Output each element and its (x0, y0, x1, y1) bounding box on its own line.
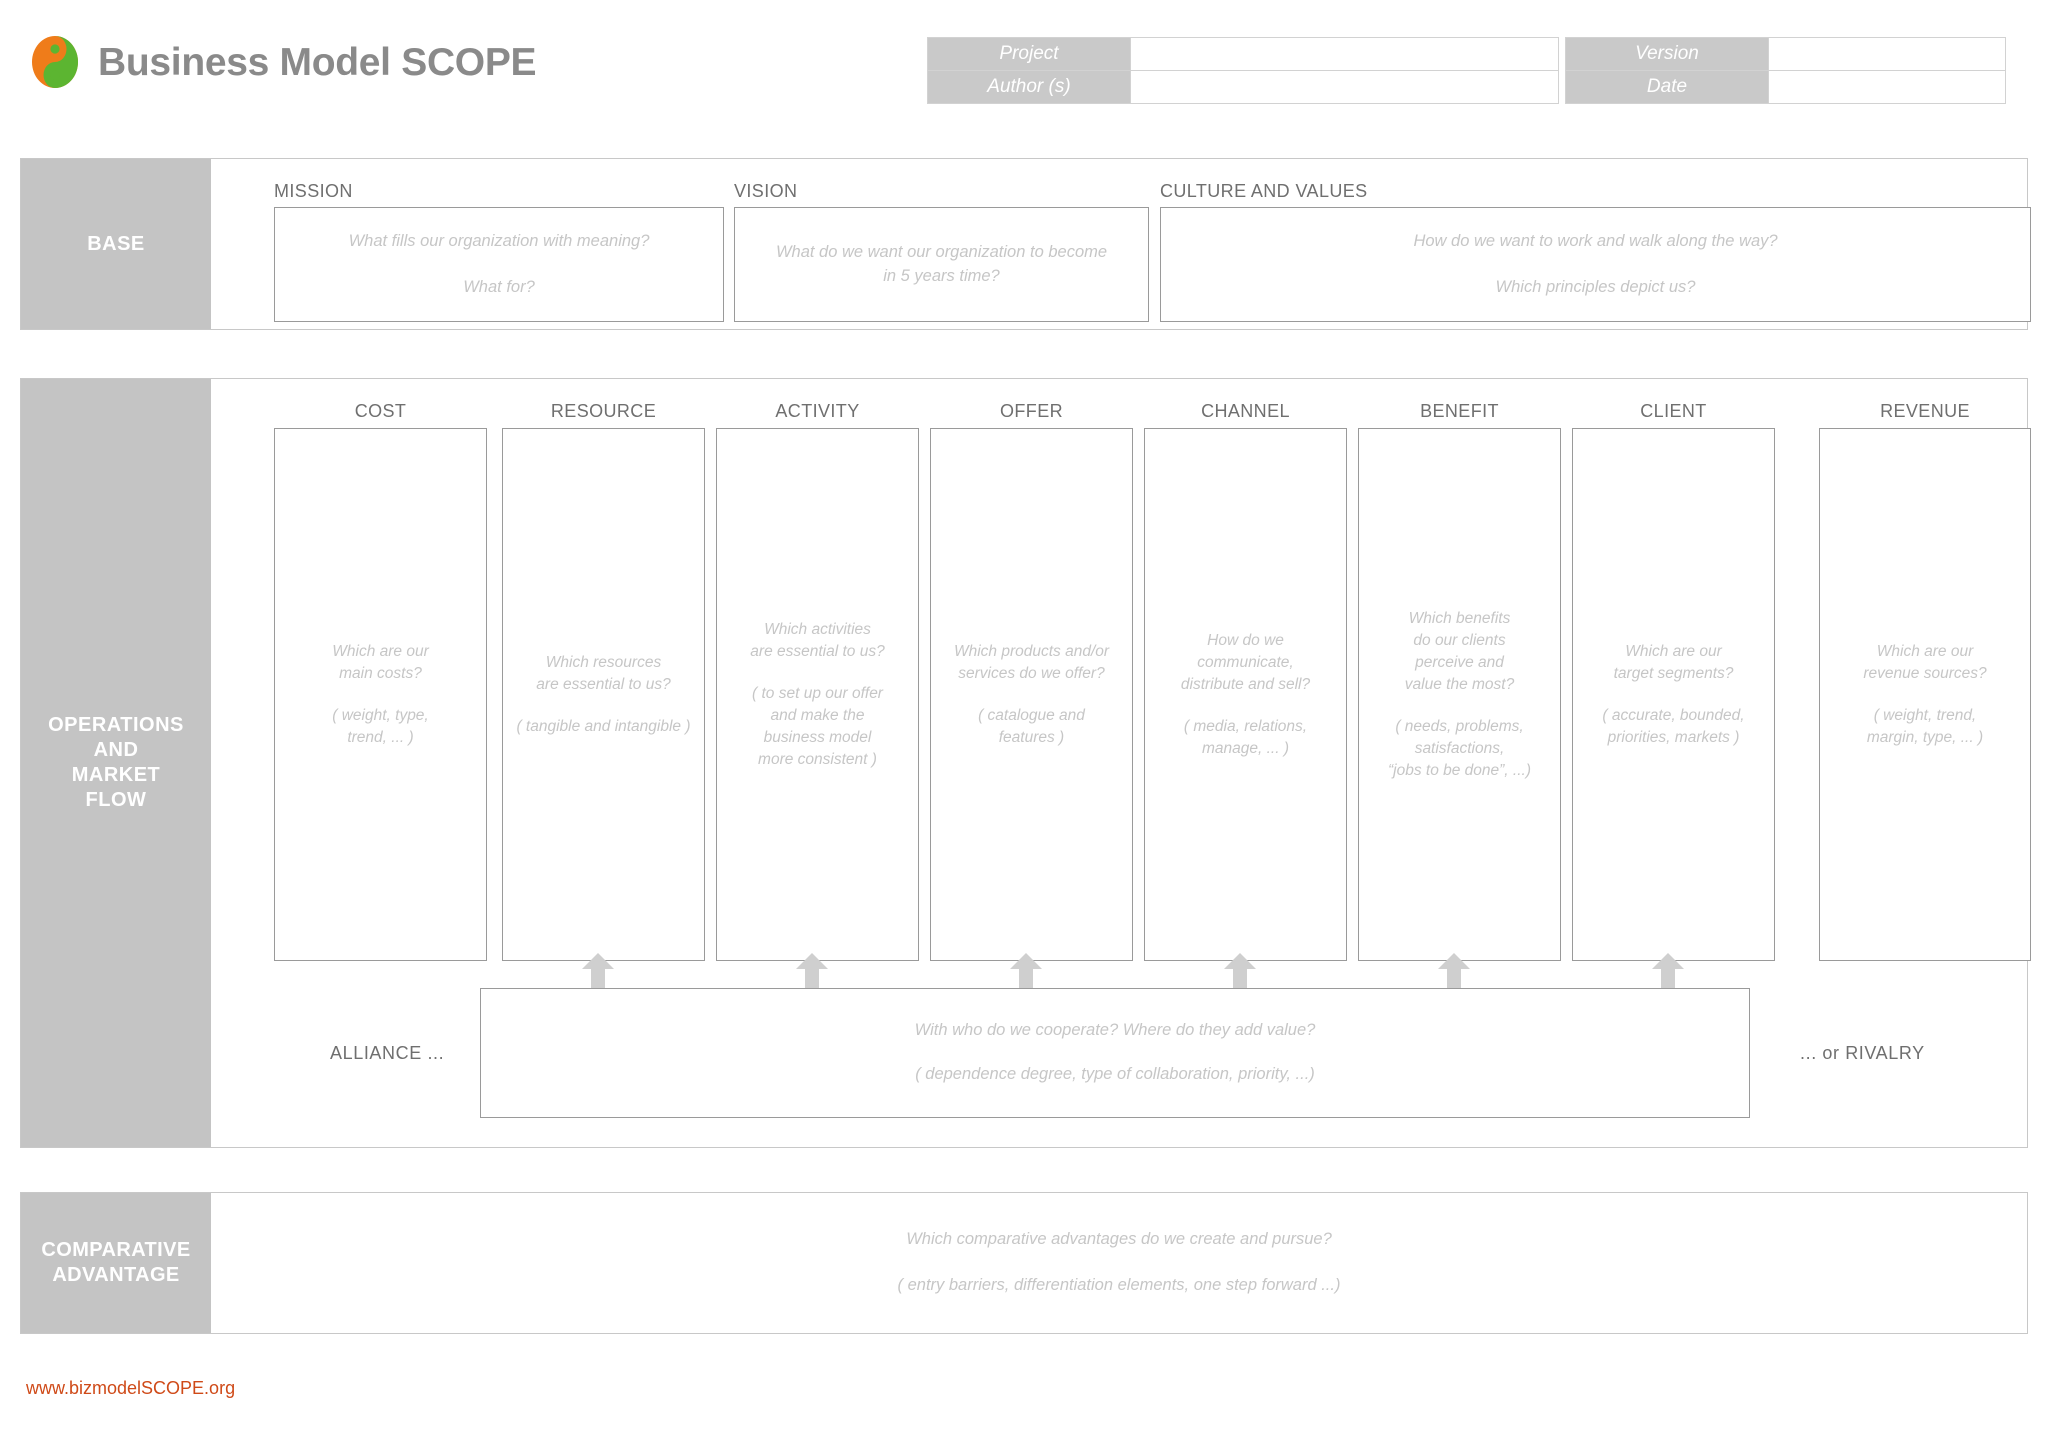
date-label: Date (1565, 70, 1769, 104)
mission-field: MISSION What fills our organization with… (274, 181, 724, 322)
channel-sub: ( media, relations, manage, ... ) (1183, 717, 1308, 757)
project-meta-table: Project Author (s) (927, 37, 1559, 104)
project-input[interactable] (1130, 37, 1559, 71)
resource-prompt: Which resources are essential to us? (536, 653, 671, 693)
version-input[interactable] (1768, 37, 2006, 71)
vision-field: VISION What do we want our organization … (734, 181, 1149, 322)
comparative-advantage-section: COMPARATIVE ADVANTAGE Which comparative … (20, 1192, 2028, 1334)
column-client: CLIENT Which are our target segments? ( … (1572, 401, 1775, 961)
mission-input[interactable]: What fills our organization with meaning… (274, 207, 724, 322)
resource-input[interactable]: Which resources are essential to us? ( t… (502, 428, 705, 961)
cost-sub: ( weight, type, trend, ... ) (332, 706, 429, 746)
project-label: Project (927, 37, 1131, 71)
activity-prompt: Which activities are essential to us? (750, 620, 885, 660)
yin-yang-icon (29, 33, 81, 91)
activity-sub: ( to set up our offer and make the busin… (752, 684, 883, 768)
revenue-sub: ( weight, trend, margin, type, ... ) (1866, 706, 1984, 746)
cost-title: COST (354, 401, 407, 421)
culture-values-field: CULTURE AND VALUES How do we want to wor… (1160, 181, 2031, 322)
comparative-advantage-prompt: Which comparative advantages do we creat… (906, 1230, 1332, 1249)
offer-title: OFFER (1000, 401, 1063, 421)
version-meta-table: Version Date (1565, 37, 2006, 104)
cost-input[interactable]: Which are our main costs? ( weight, type… (274, 428, 487, 961)
culture-values-input[interactable]: How do we want to work and walk along th… (1160, 207, 2031, 322)
culture-values-title: CULTURE AND VALUES (1160, 181, 1368, 201)
cost-prompt: Which are our main costs? (332, 642, 429, 682)
mission-sub: What for? (463, 277, 535, 296)
page-title: Business Model SCOPE (98, 41, 537, 84)
client-input[interactable]: Which are our target segments? ( accurat… (1572, 428, 1775, 961)
operations-sidebar-label: OPERATIONS AND MARKET FLOW (21, 379, 211, 1147)
vision-prompt: What do we want our organization to beco… (775, 242, 1108, 285)
benefit-sub: ( needs, problems, satisfactions, “jobs … (1387, 717, 1532, 779)
offer-prompt: Which products and/or services do we off… (953, 642, 1110, 682)
benefit-title: BENEFIT (1420, 401, 1499, 421)
column-channel: CHANNEL How do we communicate, distribut… (1144, 401, 1347, 961)
double-arrow-vertical-icon (581, 953, 615, 1019)
comparative-advantage-sub: ( entry barriers, differentiation elemen… (897, 1276, 1341, 1294)
meta-row-authors: Author (s) (927, 70, 1559, 104)
double-arrow-vertical-icon (1223, 953, 1257, 1019)
channel-title: CHANNEL (1201, 401, 1290, 421)
channel-input[interactable]: How do we communicate, distribute and se… (1144, 428, 1347, 961)
column-activity: ACTIVITY Which activities are essential … (716, 401, 919, 961)
version-label: Version (1565, 37, 1769, 71)
channel-prompt: How do we communicate, distribute and se… (1180, 631, 1311, 693)
column-resource: RESOURCE Which resources are essential t… (502, 401, 705, 961)
offer-input[interactable]: Which products and/or services do we off… (930, 428, 1133, 961)
benefit-input[interactable]: Which benefits do our clients perceive a… (1358, 428, 1561, 961)
client-prompt: Which are our target segments? (1613, 642, 1734, 682)
meta-row-version: Version (1565, 37, 2006, 71)
culture-values-sub: Which principles depict us? (1495, 277, 1696, 296)
date-input[interactable] (1768, 70, 2006, 104)
alliance-input[interactable]: With who do we cooperate? Where do they … (480, 988, 1750, 1118)
footer-url-link[interactable]: www.bizmodelSCOPE.org (26, 1378, 236, 1398)
base-section: BASE MISSION What fills our organization… (20, 158, 2031, 330)
comparative-advantage-sidebar-label: COMPARATIVE ADVANTAGE (21, 1193, 211, 1333)
meta-row-project: Project (927, 37, 1559, 71)
alliance-sub: ( dependence degree, type of collaborati… (915, 1065, 1315, 1083)
rivalry-label: ... or RIVALRY (1800, 1043, 1925, 1063)
client-title: CLIENT (1640, 401, 1707, 421)
resource-title: RESOURCE (550, 401, 657, 421)
column-offer: OFFER Which products and/or services do … (930, 401, 1133, 961)
column-benefit: BENEFIT Which benefits do our clients pe… (1358, 401, 1561, 961)
client-sub: ( accurate, bounded, priorities, markets… (1602, 706, 1745, 746)
revenue-input[interactable]: Which are our revenue sources? ( weight,… (1819, 428, 2031, 961)
double-arrow-vertical-icon (1651, 953, 1685, 1019)
mission-title: MISSION (274, 181, 353, 201)
revenue-title: REVENUE (1880, 401, 1970, 421)
comparative-advantage-input[interactable]: Which comparative advantages do we creat… (211, 1193, 2027, 1333)
page-header: Business Model SCOPE Project Author (s) … (0, 0, 2048, 120)
alliance-prompt: With who do we cooperate? Where do they … (914, 1021, 1316, 1040)
revenue-prompt: Which are our revenue sources? (1863, 642, 1987, 682)
activity-title: ACTIVITY (775, 401, 860, 421)
benefit-prompt: Which benefits do our clients perceive a… (1404, 609, 1515, 693)
culture-values-prompt: How do we want to work and walk along th… (1413, 231, 1778, 250)
double-arrow-vertical-icon (1437, 953, 1471, 1019)
activity-input[interactable]: Which activities are essential to us? ( … (716, 428, 919, 961)
mission-prompt: What fills our organization with meaning… (348, 231, 650, 250)
authors-input[interactable] (1130, 70, 1559, 104)
base-sidebar-label: BASE (21, 159, 211, 329)
authors-label: Author (s) (927, 70, 1131, 104)
offer-sub: ( catalogue and features ) (978, 706, 1085, 746)
vision-title: VISION (734, 181, 798, 201)
column-revenue: REVENUE Which are our revenue sources? (… (1819, 401, 2031, 961)
column-cost: COST Which are our main costs? ( weight,… (274, 401, 487, 961)
double-arrow-vertical-icon (1009, 953, 1043, 1019)
double-arrow-vertical-icon (795, 953, 829, 1019)
meta-row-date: Date (1565, 70, 2006, 104)
resource-sub: ( tangible and intangible ) (516, 717, 691, 735)
vision-input[interactable]: What do we want our organization to beco… (734, 207, 1149, 322)
alliance-label: ALLIANCE ... (330, 1043, 445, 1063)
